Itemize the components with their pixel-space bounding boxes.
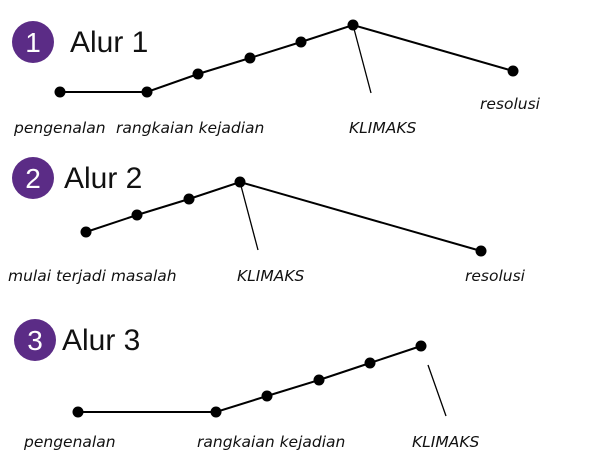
plot-point-2-1 <box>80 226 92 238</box>
label-klimaks-3: KLIMAKS <box>412 433 480 451</box>
plot-point-2-2 <box>131 209 143 221</box>
plot-line-3 <box>78 345 422 413</box>
diagram-1: 1 Alur 1 pengenalan rangkaian kejadian K… <box>12 19 541 137</box>
diagram-2-title: Alur 2 <box>64 162 142 195</box>
plot-point-1-5 <box>295 36 307 48</box>
label-resolusi-1: resolusi <box>480 95 541 113</box>
plot-point-3-2 <box>210 406 222 418</box>
plot-point-3-4 <box>313 374 325 386</box>
diagram-2: 2 Alur 2 mulai terjadi masalah KLIMAKS r… <box>8 157 526 285</box>
number-badge-1 <box>12 21 54 63</box>
label-klimaks-2: KLIMAKS <box>237 267 305 285</box>
diagram-3-title: Alur 3 <box>62 324 140 357</box>
klimaks-pointer-2 <box>239 181 259 251</box>
plot-point-1-7 <box>507 65 519 77</box>
plot-point-3-6 <box>415 340 427 352</box>
plot-line-2 <box>85 180 482 252</box>
label-rangkaian-kejadian-3: rangkaian kejadian <box>197 433 345 451</box>
plot-point-1-4 <box>244 52 256 64</box>
klimaks-pointer-1 <box>352 24 372 94</box>
plot-point-2-5 <box>475 245 487 257</box>
number-badge-3-text: 3 <box>27 325 43 356</box>
number-badge-1-text: 1 <box>25 27 41 58</box>
plot-point-3-1 <box>72 406 84 418</box>
number-badge-3 <box>14 319 56 361</box>
plot-point-1-6 <box>347 19 359 31</box>
label-klimaks-1: KLIMAKS <box>349 119 417 137</box>
label-pengenalan-3: pengenalan <box>23 433 116 451</box>
plot-point-1-3 <box>192 68 204 80</box>
plot-point-2-3 <box>183 193 195 205</box>
plot-point-3-5 <box>364 357 376 369</box>
plot-point-1-2 <box>141 86 153 98</box>
number-badge-2 <box>12 157 54 199</box>
label-pengenalan-1: pengenalan <box>13 119 106 137</box>
label-rangkaian-kejadian-1: rangkaian kejadian <box>116 119 264 137</box>
diagram-1-title: Alur 1 <box>70 26 148 59</box>
diagram-3: 3 Alur 3 pengenalan rangkaian kejadian K… <box>14 319 480 451</box>
plot-point-2-4 <box>234 176 246 188</box>
label-resolusi-2: resolusi <box>465 267 526 285</box>
number-badge-2-text: 2 <box>25 163 41 194</box>
klimaks-pointer-3 <box>427 364 447 417</box>
label-mulai-terjadi-masalah-2: mulai terjadi masalah <box>8 267 177 285</box>
plot-point-1-1 <box>54 86 66 98</box>
plot-point-3-3 <box>261 390 273 402</box>
